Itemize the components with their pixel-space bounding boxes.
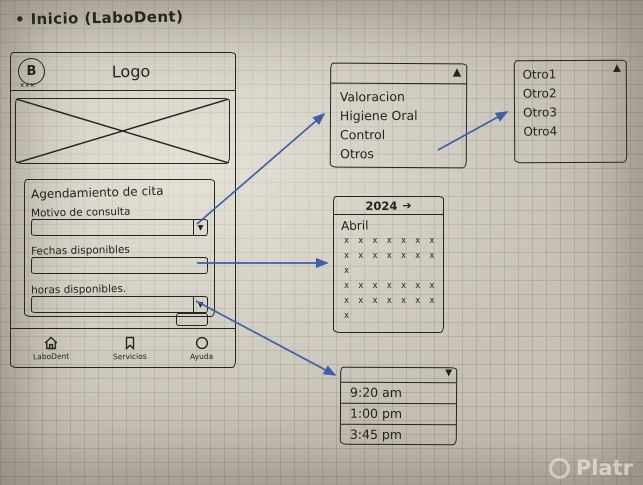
- chevron-down-icon[interactable]: ▼: [445, 368, 453, 379]
- popup-items: Valoracion Higiene Oral Control Otros: [331, 84, 466, 167]
- popup-header: ▲: [331, 63, 467, 85]
- watermark: Platr: [548, 456, 633, 480]
- nav-item-labodent[interactable]: LaboDent: [33, 335, 69, 361]
- menu-item-higiene-oral[interactable]: Higiene Oral: [339, 107, 418, 124]
- form-heading: Agendamiento de cita: [30, 183, 164, 202]
- nav-item-label: Servicios: [112, 351, 147, 362]
- home-icon: [43, 335, 59, 351]
- menu-item-otro1[interactable]: Otro1: [522, 67, 557, 82]
- logo-badge: B: [18, 58, 45, 85]
- nav-item-servicios[interactable]: Servicios: [112, 335, 147, 362]
- menu-item-valoracion[interactable]: Valoracion: [339, 88, 405, 105]
- fechas-label: Fechas disponibles: [30, 243, 130, 258]
- phone-home-button[interactable]: [176, 313, 208, 326]
- next-arrow-icon[interactable]: ➔: [402, 199, 412, 212]
- watermark-circle-icon: [548, 457, 570, 479]
- popup-header: ▼: [341, 367, 457, 384]
- circle-icon: [194, 335, 210, 351]
- appointment-form: Agendamiento de cita Motivo de consulta …: [24, 179, 215, 317]
- popup-items: Otro1 Otro2 Otro3 Otro4: [514, 60, 626, 146]
- calendar-days-row[interactable]: x x x x x x x x: [344, 251, 437, 276]
- calendar-days-row[interactable]: x x x x x x x: [344, 236, 437, 246]
- calendar-year: 2024: [365, 198, 398, 213]
- horas-dropdown[interactable]: ▼: [31, 296, 208, 313]
- time-option[interactable]: 9:20 am: [341, 382, 457, 405]
- time-option[interactable]: 3:45 pm: [349, 426, 403, 443]
- calendar-popup: 2024 ➔ Abril x x x x x x x x x x x x x x…: [333, 196, 444, 333]
- calendar-days-row[interactable]: x x x x x x x: [344, 281, 437, 291]
- placeholder-cross-icon: [16, 99, 229, 163]
- watermark-label: Platr: [575, 456, 633, 480]
- phone-header: B xxx Logo: [11, 53, 235, 91]
- calendar-header: 2024 ➔: [334, 197, 443, 215]
- menu-item-otro3[interactable]: Otro3: [522, 105, 558, 120]
- horas-label: horas disponibles.: [30, 282, 127, 297]
- bottom-nav: LaboDent Servicios Ayuda: [11, 328, 235, 367]
- page-title: • Inicio (LaboDent): [14, 7, 184, 29]
- chevron-down-icon[interactable]: ▼: [193, 297, 207, 312]
- calendar-days-row[interactable]: x x x x x x x x: [344, 296, 437, 321]
- nav-item-label: LaboDent: [32, 351, 70, 362]
- bookmark-icon: [122, 335, 138, 351]
- otros-options-popup: ▲ Otro1 Otro2 Otro3 Otro4: [513, 59, 628, 164]
- menu-item-control[interactable]: Control: [339, 127, 386, 143]
- calendar-month-label: Abril: [340, 218, 369, 233]
- phone-frame: B xxx Logo Agendamiento de cita Motivo d…: [10, 52, 236, 368]
- chevron-down-icon[interactable]: ▼: [193, 220, 207, 235]
- nav-item-label: Ayuda: [189, 351, 214, 362]
- menu-item-otros[interactable]: Otros: [340, 146, 374, 162]
- logo-label: Logo: [111, 61, 151, 82]
- motivo-options-popup: ▲ Valoracion Higiene Oral Control Otros: [329, 62, 468, 169]
- menu-item-otro2[interactable]: Otro2: [522, 86, 557, 101]
- chevron-up-icon[interactable]: ▲: [452, 65, 462, 79]
- time-option[interactable]: 1:00 pm: [340, 403, 457, 426]
- image-placeholder: [15, 98, 230, 164]
- time-options-popup: ▼ 9:20 am 1:00 pm 3:45 pm: [339, 366, 458, 446]
- fechas-input[interactable]: [31, 257, 208, 274]
- nav-item-ayuda[interactable]: Ayuda: [190, 335, 213, 361]
- menu-item-otro4[interactable]: Otro4: [523, 124, 558, 139]
- motivo-label: Motivo de consulta: [30, 205, 131, 220]
- motivo-dropdown[interactable]: ▼: [31, 219, 208, 236]
- logo-badge-sub: xxx: [20, 81, 36, 89]
